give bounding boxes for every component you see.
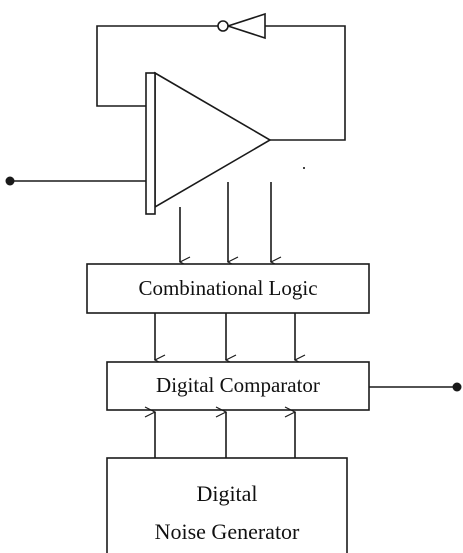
output-terminal-dot-icon	[452, 382, 462, 392]
noise-generator-block: Digital Noise Generator	[106, 457, 348, 553]
combinational-logic-label: Combinational Logic	[138, 276, 317, 300]
amplifier-outputs	[180, 182, 271, 262]
digital-comparator-block: Digital Comparator	[106, 361, 370, 411]
noise-outputs	[155, 412, 295, 458]
input-terminal	[5, 176, 146, 186]
amplifier-triangle-icon	[154, 71, 272, 209]
digital-comparator-box	[106, 361, 370, 411]
inverter-buffer-icon	[225, 12, 266, 40]
stray-dot	[303, 167, 305, 169]
output-terminal	[369, 382, 462, 392]
noise-generator-label-line1: Digital	[196, 481, 257, 506]
feedback-loop	[96, 12, 346, 141]
amplifier-input-bar	[145, 72, 156, 215]
feedback-wire	[265, 25, 346, 141]
feedback-return-wire	[96, 25, 218, 107]
amplifier-block	[145, 71, 305, 215]
digital-comparator-label: Digital Comparator	[156, 373, 320, 397]
combinational-logic-box	[86, 263, 370, 314]
noise-generator-box	[106, 457, 348, 553]
inverter-bubble-icon	[217, 20, 229, 32]
noise-generator-label-line2: Noise Generator	[155, 519, 300, 544]
combinational-logic-block: Combinational Logic	[86, 263, 370, 314]
logic-outputs	[155, 313, 295, 360]
